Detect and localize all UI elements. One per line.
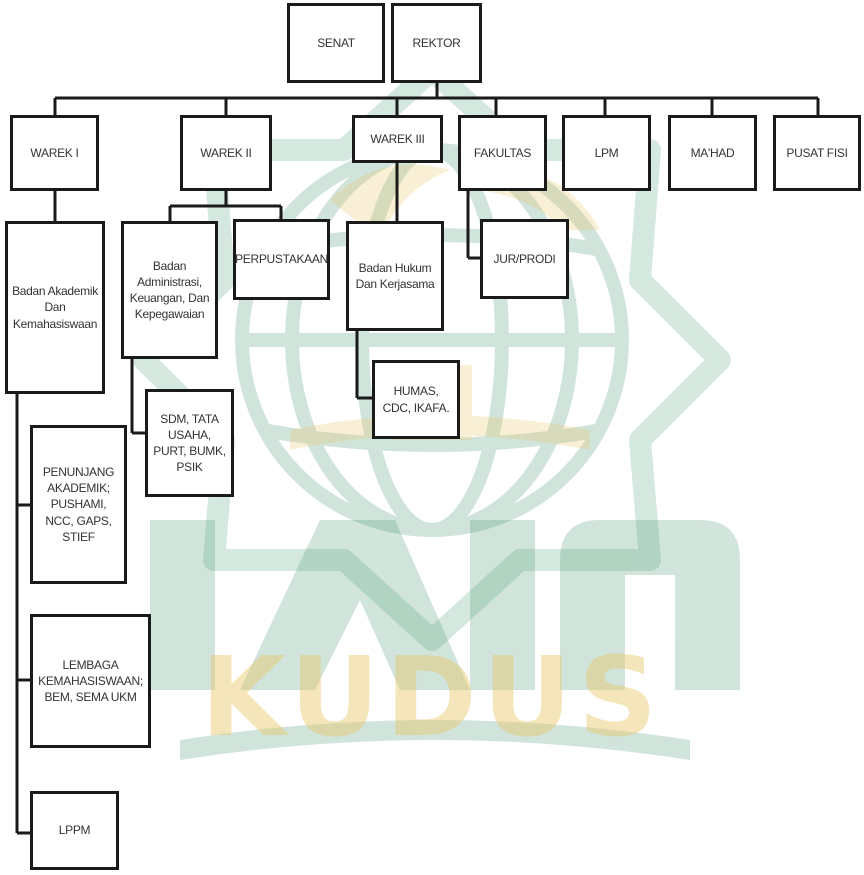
node-warek-2-label: WAREK II	[200, 145, 252, 160]
node-lppm: LPPM	[30, 791, 119, 870]
node-sdm-label: SDM, TATA USAHA, PURT, BUMK, PSIK	[153, 411, 226, 475]
node-lppm-label: LPPM	[58, 823, 91, 838]
node-warek-3: WAREK III	[352, 115, 443, 163]
node-mahad: MA'HAD	[668, 115, 757, 191]
node-jur-prodi-label: JUR/PRODI	[493, 251, 556, 266]
node-warek-2: WAREK II	[180, 115, 272, 191]
node-humas-label: HUMAS, CDC, IKAFA.	[382, 384, 450, 415]
node-senat-label: SENAT	[317, 35, 355, 50]
node-rektor-label: REKTOR	[412, 35, 461, 50]
node-warek-1: WAREK I	[10, 115, 99, 191]
node-warek-3-label: WAREK III	[370, 131, 425, 146]
node-perpustakaan-label: PERPUSTAKAAN	[235, 252, 328, 267]
node-penunjang: PENUNJANG AKADEMIK; PUSHAMI, NCC, GAPS, …	[30, 425, 127, 584]
node-perpustakaan: PERPUSTAKAAN	[233, 219, 330, 300]
svg-text:KUDUS: KUDUS	[201, 633, 663, 761]
node-mahad-label: MA'HAD	[690, 145, 735, 160]
node-pusat-fisi-label: PUSAT FISI	[786, 145, 848, 160]
node-lpm-label: LPM	[594, 145, 619, 160]
node-senat: SENAT	[287, 3, 385, 83]
node-lembaga-label: LEMBAGA KEMAHASISWAAN; BEM, SEMA UKM	[38, 657, 143, 705]
node-badan-hukum-label: Badan Hukum Dan Kerjasama	[355, 260, 435, 291]
node-warek-1-label: WAREK I	[30, 145, 79, 160]
node-fakultas: FAKULTAS	[458, 115, 547, 191]
node-badan-akademik: Badan Akademik Dan Kemahasiswaan	[5, 221, 105, 394]
node-badan-administrasi: Badan Administrasi, Keuangan, Dan Kepega…	[121, 221, 218, 359]
node-pusat-fisi: PUSAT FISI	[773, 115, 861, 191]
node-badan-administrasi-label: Badan Administrasi, Keuangan, Dan Kepega…	[129, 258, 210, 322]
node-rektor: REKTOR	[391, 3, 482, 83]
node-humas: HUMAS, CDC, IKAFA.	[372, 360, 460, 439]
node-badan-hukum: Badan Hukum Dan Kerjasama	[346, 221, 444, 331]
node-fakultas-label: FAKULTAS	[473, 145, 532, 160]
node-penunjang-label: PENUNJANG AKADEMIK; PUSHAMI, NCC, GAPS, …	[42, 465, 115, 544]
node-badan-akademik-label: Badan Akademik Dan Kemahasiswaan	[12, 284, 98, 331]
node-jur-prodi: JUR/PRODI	[480, 219, 569, 299]
node-lembaga: LEMBAGA KEMAHASISWAAN; BEM, SEMA UKM	[30, 614, 151, 748]
node-sdm: SDM, TATA USAHA, PURT, BUMK, PSIK	[145, 389, 234, 497]
node-lpm: LPM	[562, 115, 651, 191]
